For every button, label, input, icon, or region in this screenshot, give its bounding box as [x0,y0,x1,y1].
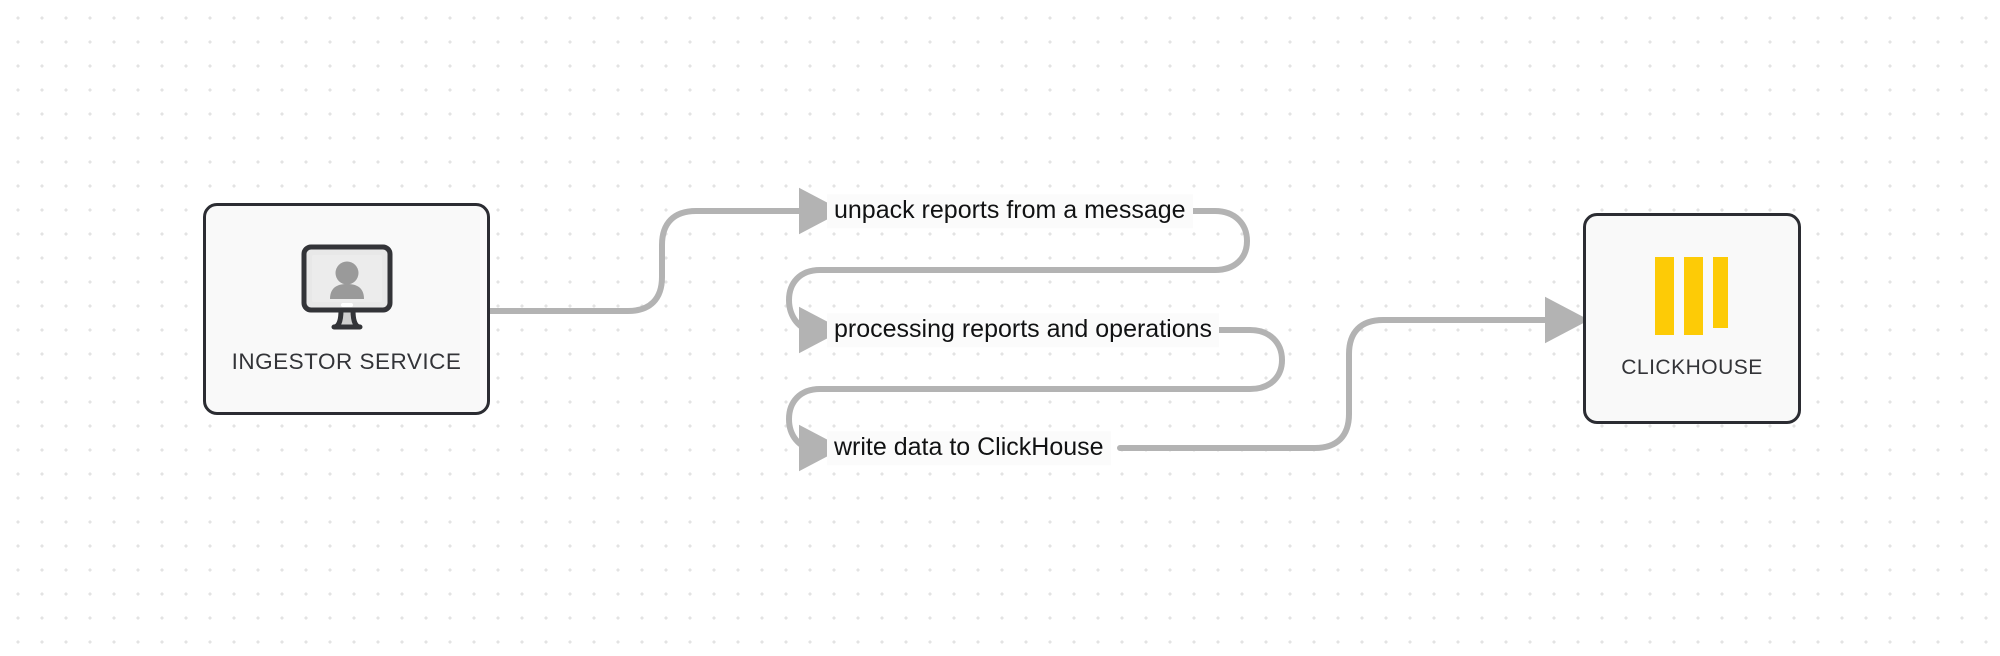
clickhouse-logo-icon [1651,257,1733,340]
monitor-user-icon [300,244,394,335]
edge-label-unpack-reports: unpack reports from a message [827,194,1193,228]
edge-path-ingestor-to-step1 [487,187,844,314]
node-ingestor-label: INGESTOR SERVICE [231,348,462,374]
edge-path-step2-to-step3 [786,327,1285,472]
node-ingestor-service[interactable]: INGESTOR SERVICE [203,203,490,415]
node-clickhouse-label: CLICKHOUSE [1621,356,1763,379]
edge-label-processing-reports: processing reports and operations [827,313,1220,347]
node-clickhouse[interactable]: CLICKHOUSE [1583,213,1801,424]
edge-path-step3-to-clickhouse [1117,296,1590,451]
edge-label-write-data: write data to ClickHouse [827,431,1111,465]
edge-path-step1-to-step2 [786,208,1250,354]
